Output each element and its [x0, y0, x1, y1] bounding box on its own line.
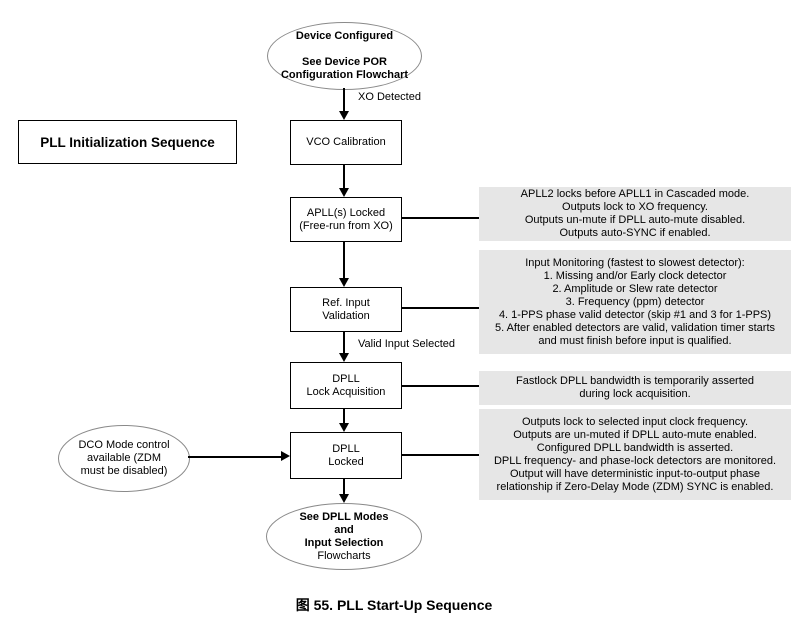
connector-lockacq-to-locked	[343, 408, 345, 423]
node-end-terminator: See DPLL Modes and Input Selection Flowc…	[266, 503, 422, 570]
node-apll-locked: APLL(s) Locked (Free-run from XO)	[290, 197, 402, 242]
connector-apll-to-note	[401, 217, 479, 219]
node-end-label: See DPLL Modes and Input Selection Flowc…	[299, 511, 388, 563]
node-end-label-bold: See DPLL Modes and Input Selection	[299, 510, 389, 549]
node-dco-label: DCO Mode control available (ZDM must be …	[78, 439, 170, 477]
annotation-locked-text: Outputs lock to selected input clock fre…	[493, 415, 777, 493]
node-ref-label: Ref. Input Validation	[322, 296, 370, 322]
node-locked-label: DPLL Locked	[328, 442, 364, 468]
diagram-title-box: PLL Initialization Sequence	[18, 120, 237, 164]
arrowhead-apll-to-ref	[338, 278, 349, 287]
connector-apll-to-ref	[343, 241, 345, 278]
node-dpll-lock-acquisition: DPLL Lock Acquisition	[290, 362, 402, 409]
edge-label-valid-input: Valid Input Selected	[358, 338, 456, 350]
node-lockacq-label: DPLL Lock Acquisition	[306, 372, 386, 398]
annotation-locked-note: Outputs lock to selected input clock fre…	[479, 409, 791, 500]
annotation-apll-note-text: APLL2 locks before APLL1 in Cascaded mod…	[520, 188, 750, 239]
annotation-input-monitoring-text: Input Monitoring (fastest to slowest det…	[494, 256, 776, 347]
arrowhead-lockacq-to-locked	[338, 423, 349, 432]
node-ref-input-validation: Ref. Input Validation	[290, 287, 402, 332]
connector-locked-to-note	[401, 454, 479, 456]
node-dpll-locked: DPLL Locked	[290, 432, 402, 479]
node-end-label-regular: Flowcharts	[317, 549, 371, 562]
arrowhead-vco-to-apll	[338, 188, 349, 197]
annotation-fastlock-text: Fastlock DPLL bandwidth is temporarily a…	[515, 375, 755, 400]
node-dco-mode: DCO Mode control available (ZDM must be …	[58, 425, 190, 492]
node-vco-label: VCO Calibration	[306, 136, 386, 148]
connector-start-to-vco	[343, 88, 345, 111]
arrowhead-ref-to-lockacq	[338, 353, 349, 362]
connector-locked-to-end	[343, 478, 345, 494]
annotation-apll-note: APLL2 locks before APLL1 in Cascaded mod…	[479, 187, 791, 241]
connector-ref-to-note	[401, 307, 479, 309]
connector-lockacq-to-note	[401, 385, 479, 387]
arrowhead-dco-to-locked	[281, 451, 290, 461]
annotation-fastlock-note: Fastlock DPLL bandwidth is temporarily a…	[479, 371, 791, 405]
diagram-title: PLL Initialization Sequence	[40, 134, 215, 150]
edge-label-xo-detected: XO Detected	[358, 91, 421, 103]
figure-caption: 图 55. PLL Start-Up Sequence	[295, 597, 493, 613]
connector-ref-to-lockacq	[343, 331, 345, 353]
connector-vco-to-apll	[343, 164, 345, 188]
node-start-label: Device Configured See Device POR Configu…	[280, 30, 409, 81]
arrowhead-start-to-vco	[338, 111, 349, 120]
node-apll-label: APLL(s) Locked (Free-run from XO)	[299, 206, 393, 232]
node-vco-calibration: VCO Calibration	[290, 120, 402, 165]
annotation-input-monitoring-note: Input Monitoring (fastest to slowest det…	[479, 250, 791, 354]
connector-dco-to-locked	[188, 456, 282, 458]
node-start-terminator: Device Configured See Device POR Configu…	[267, 22, 422, 90]
arrowhead-locked-to-end	[338, 494, 349, 503]
